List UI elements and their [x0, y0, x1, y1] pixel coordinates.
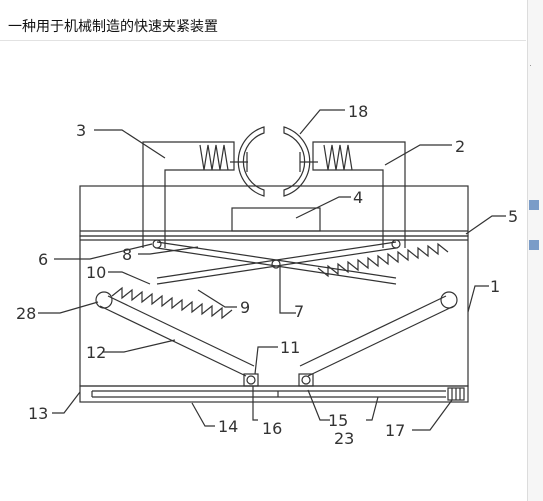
part-label-14: 14 — [218, 417, 238, 436]
part-label-4: 4 — [353, 188, 363, 207]
part-label-8: 8 — [122, 245, 132, 264]
title-divider — [0, 40, 526, 41]
right-scroll-strip[interactable] — [527, 0, 543, 501]
strip-glyph: · — [529, 60, 532, 70]
part-label-5: 5 — [508, 207, 518, 226]
right-clamp-block — [312, 141, 406, 248]
part-label-23: 23 — [334, 429, 354, 448]
right-lower-spring — [317, 242, 449, 278]
part-label-7: 7 — [294, 302, 304, 321]
pivot-28 — [95, 291, 113, 309]
right-top-spring — [323, 144, 353, 171]
part-label-13: 13 — [28, 404, 48, 423]
left-top-spring — [199, 144, 229, 171]
part-label-28: 28 — [16, 304, 36, 323]
part-label-9: 9 — [240, 298, 250, 317]
top-plate — [79, 185, 469, 237]
center-block — [231, 207, 321, 232]
part-label-17: 17 — [385, 421, 405, 440]
part-label-16: 16 — [262, 419, 282, 438]
part-label-18: 18 — [348, 102, 368, 121]
part-label-1: 1 — [490, 277, 500, 296]
pivot-right — [440, 291, 458, 309]
right-jaw — [283, 126, 311, 197]
strip-marker — [529, 200, 539, 210]
part-label-3: 3 — [76, 121, 86, 140]
part-label-15: 15 — [328, 411, 348, 430]
page-title: 一种用于机械制造的快速夹紧装置 — [8, 18, 218, 34]
left-clamp-block — [142, 141, 235, 248]
pivot-7 — [271, 259, 281, 269]
pivot-right-top — [391, 239, 401, 249]
pivot-6 — [152, 239, 162, 249]
lower-link-right — [307, 305, 455, 377]
part-label-2: 2 — [455, 137, 465, 156]
part-label-11: 11 — [280, 338, 300, 357]
left-jaw — [237, 126, 265, 197]
left-lower-spring — [111, 286, 233, 320]
part-label-10: 10 — [86, 263, 106, 282]
base-plate — [79, 385, 469, 403]
strip-marker — [529, 240, 539, 250]
part-label-6: 6 — [38, 250, 48, 269]
part-label-12: 12 — [86, 343, 106, 362]
